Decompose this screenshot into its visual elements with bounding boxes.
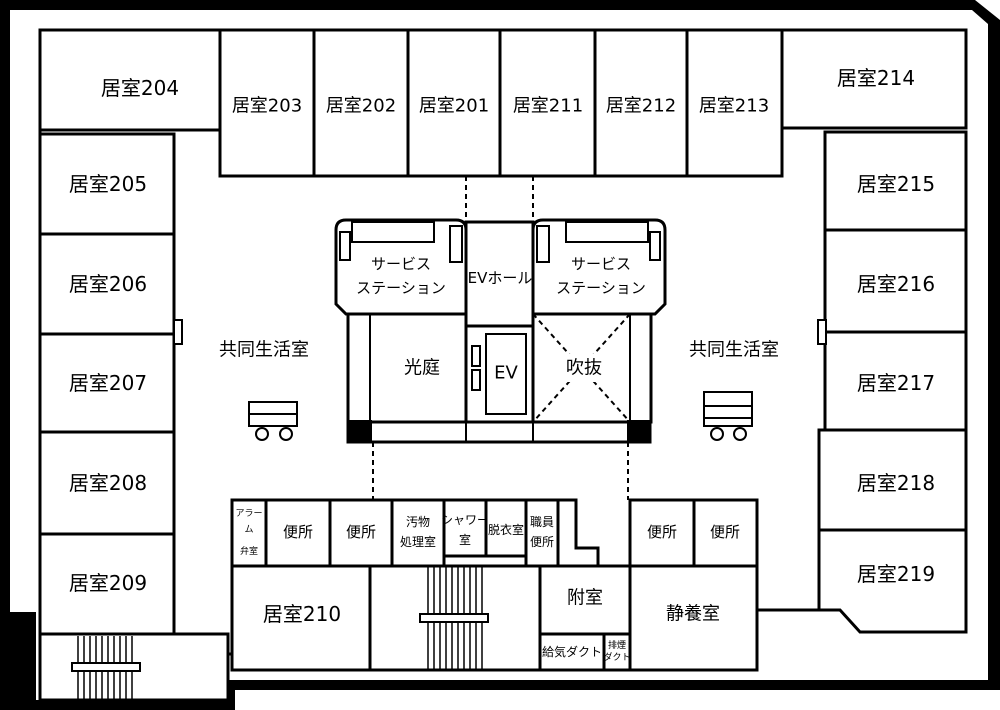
room-212-label: 居室212 <box>606 96 676 117</box>
common-room-right-label: 共同生活室 <box>689 340 779 361</box>
left-stair-landing <box>71 662 141 672</box>
service-right-label-2: ステーション <box>556 279 646 297</box>
room-209-label: 居室209 <box>69 571 147 595</box>
room-217 <box>823 330 968 432</box>
right-bottom-wall <box>757 608 966 634</box>
shower-label-2: 室 <box>459 532 471 547</box>
room-219-label: 居室219 <box>857 562 935 586</box>
room-212 <box>593 28 689 178</box>
service-left-counter <box>351 221 435 243</box>
service-right-sink <box>649 231 661 261</box>
elevator-label: EV <box>494 363 518 384</box>
waste-label-1: 汚物 <box>406 515 430 529</box>
room-206-label: 居室206 <box>69 272 147 296</box>
alarm-label-2: ム <box>244 524 253 535</box>
service-left-label-1: サービス <box>371 255 431 273</box>
room-208-label: 居室208 <box>69 471 147 495</box>
rest-room <box>628 564 759 672</box>
core-bottom-strip <box>346 420 652 444</box>
service-station-right <box>531 218 667 316</box>
toilet-3-label: 便所 <box>647 523 677 541</box>
exhaust-duct <box>602 632 632 672</box>
room-218 <box>817 428 968 532</box>
room-210-label: 居室210 <box>263 602 341 626</box>
exhaust-label-1: 排煙 <box>608 639 626 651</box>
ev-hall-label: EVホール <box>468 269 533 287</box>
column-right <box>627 420 651 442</box>
room-204-label: 居室204 <box>101 76 179 100</box>
staff-toilet <box>524 498 560 568</box>
service-right-label-1: サービス <box>571 255 631 273</box>
service-right-cabinet <box>536 225 550 263</box>
annex-label: 附室 <box>567 588 603 609</box>
toilet-1-label: 便所 <box>283 523 313 541</box>
supply-duct <box>538 632 606 672</box>
cart-right-icon <box>703 391 753 441</box>
left-corridor-wall <box>172 134 232 656</box>
elevator-button-2 <box>471 369 481 391</box>
elevator-car <box>485 333 527 415</box>
right-door-mark <box>817 319 827 345</box>
room-201-label: 居室201 <box>419 96 489 117</box>
left-door-mark <box>173 319 183 345</box>
room-202 <box>312 28 410 178</box>
room-203-label: 居室203 <box>232 96 302 117</box>
elevator-button-1 <box>471 345 481 367</box>
room-216 <box>823 228 968 334</box>
courtyard-label: 光庭 <box>404 358 440 379</box>
waste-room <box>390 498 446 568</box>
atrium-label: 吹抜 <box>566 358 602 379</box>
room-208 <box>38 430 176 536</box>
room-216-label: 居室216 <box>857 272 935 296</box>
waste-label-2: 処理室 <box>400 534 436 549</box>
atrium-label-bg <box>560 354 608 382</box>
supply-duct-label: 給気ダクト <box>542 644 602 659</box>
alarm-label-3: 弁室 <box>240 545 258 557</box>
room-217-label: 居室217 <box>857 371 935 395</box>
column-left <box>348 420 372 442</box>
shower-room <box>442 498 488 558</box>
toilet-4 <box>692 498 759 568</box>
step-wall <box>558 498 600 566</box>
room-201 <box>406 28 502 178</box>
changing-label: 脱衣室 <box>488 522 524 537</box>
room-207 <box>38 332 176 434</box>
room-218-label: 居室218 <box>857 471 935 495</box>
room-214 <box>780 28 968 130</box>
room-215-label: 居室215 <box>857 172 935 196</box>
cart-left-icon <box>248 401 298 441</box>
room-213 <box>685 28 784 178</box>
toilet-2-label: 便所 <box>346 523 376 541</box>
shower-label-1: シャワー <box>441 513 489 527</box>
room-211-label: 居室211 <box>513 96 583 117</box>
room-214-label: 居室214 <box>837 66 915 90</box>
service-left-label-2: ステーション <box>356 279 446 297</box>
room-202-label: 居室202 <box>326 96 396 117</box>
central-stair-landing <box>419 613 489 623</box>
service-left-cabinet <box>449 225 463 263</box>
room-205-label: 居室205 <box>69 172 147 196</box>
bottom-wall <box>232 498 757 672</box>
room-203 <box>218 28 316 178</box>
room-213-label: 居室213 <box>699 96 769 117</box>
exhaust-label-2: ダクト <box>603 651 630 663</box>
toilet-4-label: 便所 <box>710 523 740 541</box>
alarm-label-1: アラー <box>235 508 262 519</box>
room-207-label: 居室207 <box>69 371 147 395</box>
rest-room-label: 静養室 <box>666 604 720 625</box>
staff-label-2: 便所 <box>530 535 554 549</box>
service-left-sink <box>339 231 351 261</box>
ev-hall <box>464 220 535 328</box>
service-right-counter <box>565 221 649 243</box>
staff-label-1: 職員 <box>530 515 554 529</box>
common-room-left-label: 共同生活室 <box>219 340 309 361</box>
